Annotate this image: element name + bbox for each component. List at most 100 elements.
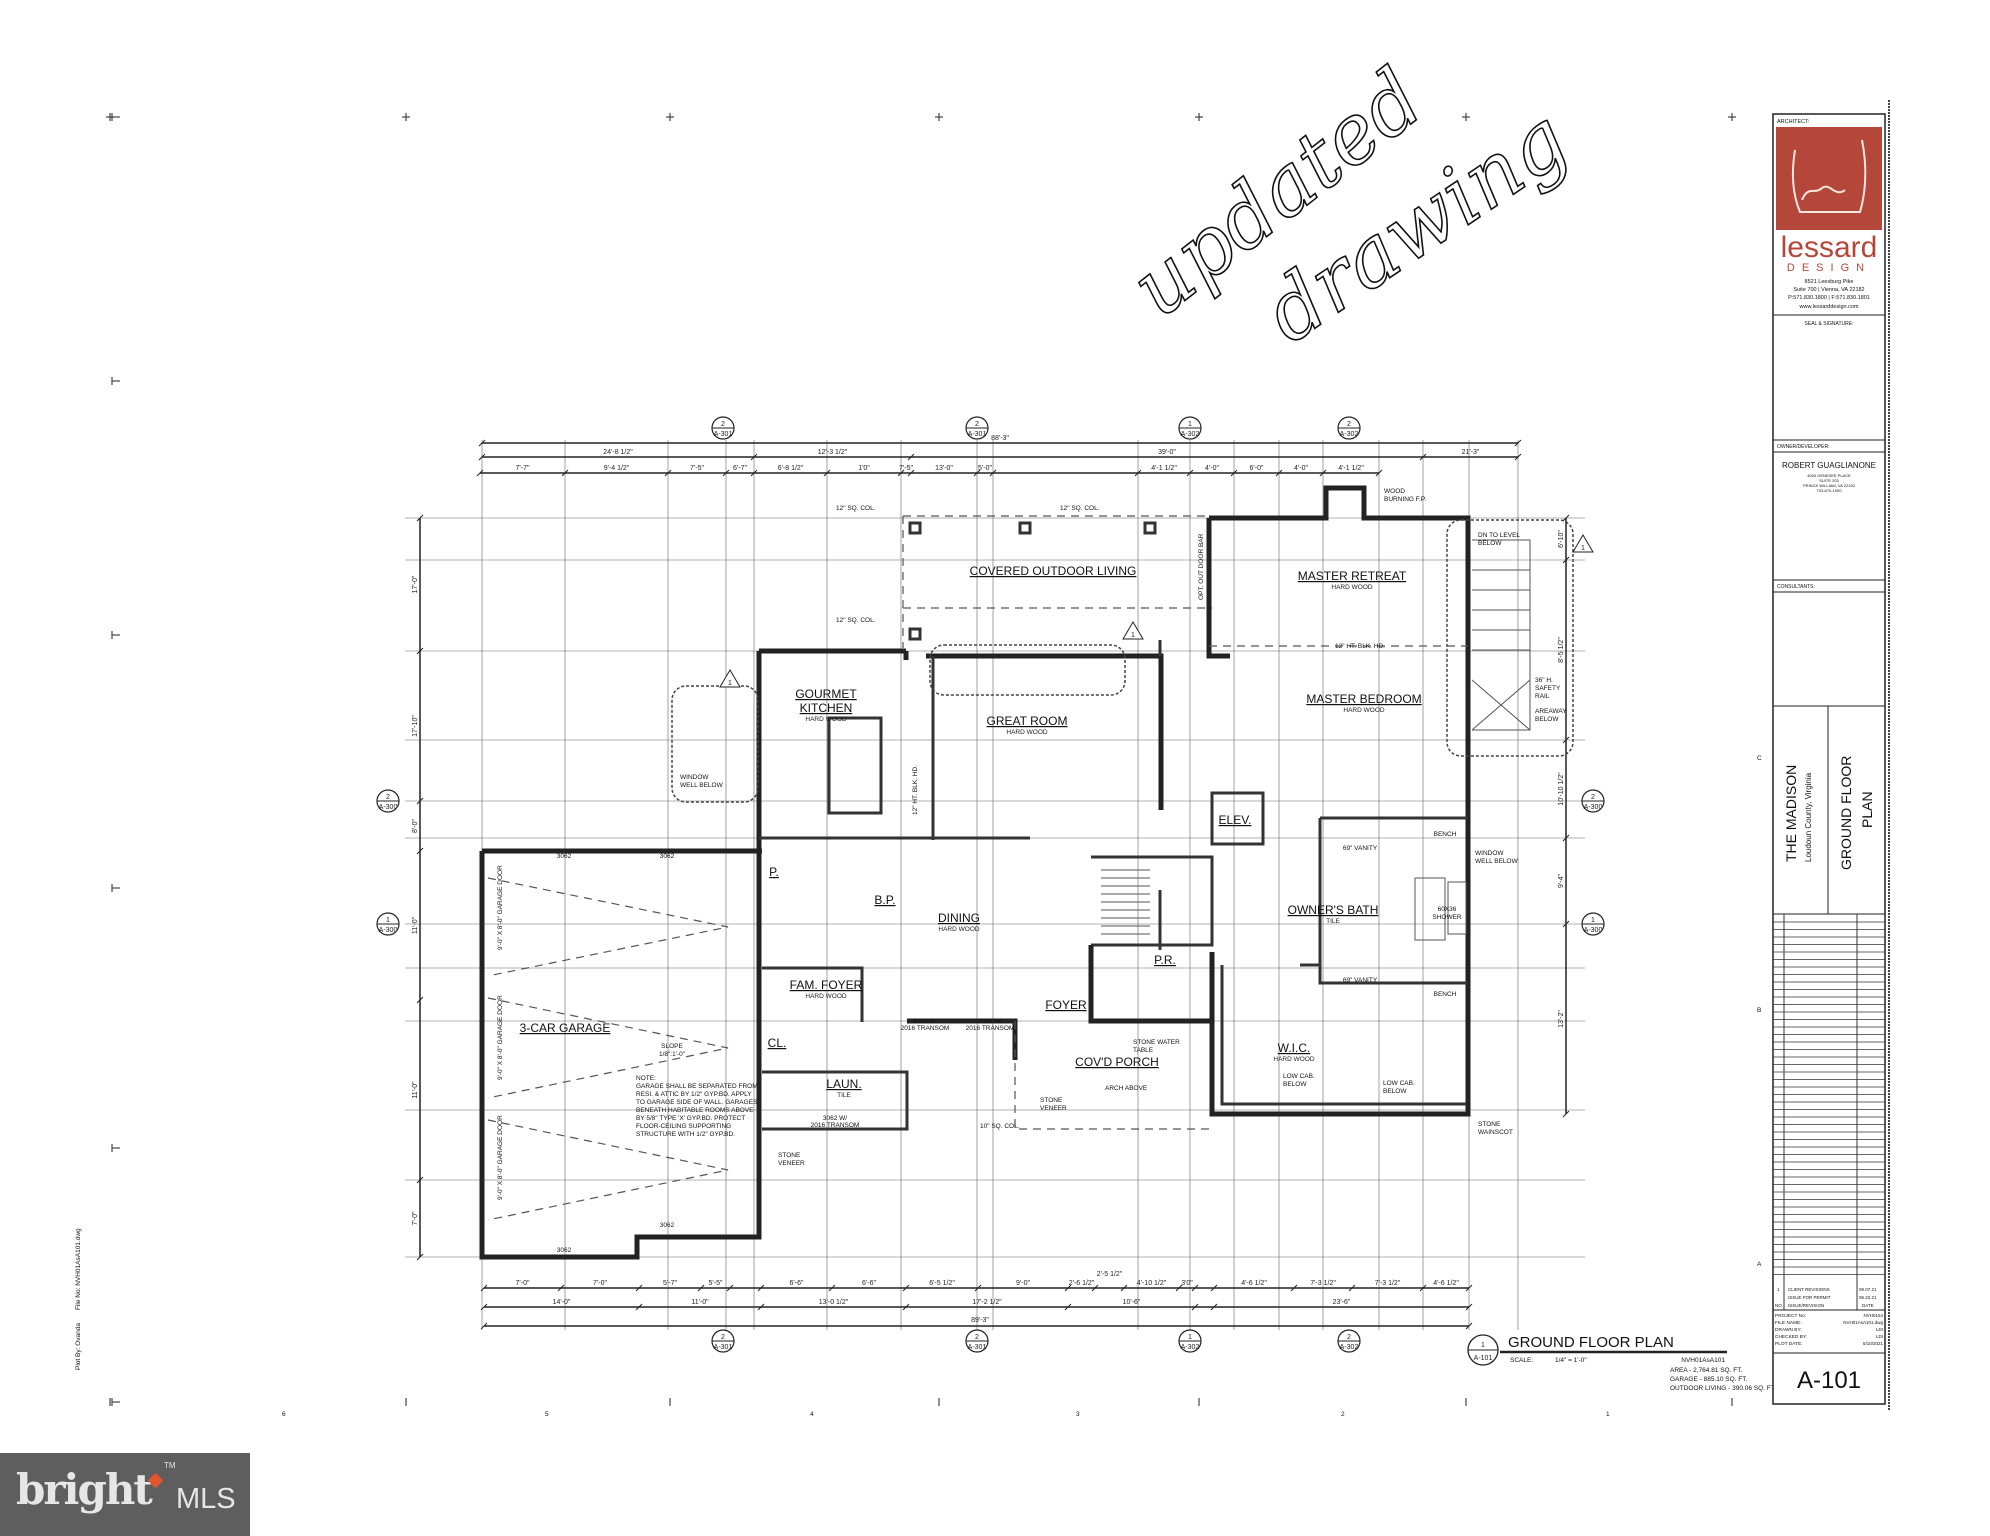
- project-info-label: FILE NAME:: [1775, 1320, 1802, 1326]
- column: [908, 521, 922, 535]
- dimension-tick: [561, 469, 569, 477]
- dimension-tick: [1562, 834, 1570, 842]
- scale-value: 1/4" = 1'-0": [1555, 1357, 1587, 1364]
- sheet-number: A-101: [1797, 1367, 1861, 1394]
- room-label: GREAT ROOM: [987, 714, 1068, 728]
- border-tick-c: C: [1757, 755, 1762, 762]
- column-note: 10" SQ. COL.: [980, 1123, 1020, 1130]
- stair-down-note: DN TO LEVEL: [1478, 532, 1520, 539]
- shower-stall: [1447, 881, 1467, 935]
- dimension-tick: [1348, 1284, 1356, 1292]
- dimension-label: 6'-10": [1558, 530, 1565, 548]
- dimension-label: 7'-5": [899, 465, 913, 472]
- dimension-tick: [635, 1284, 643, 1292]
- dimension-tick: [722, 469, 730, 477]
- project-info-label: PROJECT No:: [1775, 1313, 1806, 1319]
- dimension-tick: [416, 797, 424, 805]
- dimension-label: 4'-1 1/2": [1151, 465, 1177, 472]
- file-no-text: File No: NVH01AsA101.dwg: [75, 1228, 82, 1310]
- shower-note: SHOWER: [1432, 914, 1462, 921]
- firm-name: lessard: [1781, 231, 1878, 264]
- project-info-label: DRAWN BY:: [1775, 1327, 1802, 1333]
- dimension-label: 7'-0": [412, 1211, 419, 1225]
- room-label: FAM. FOYER: [790, 978, 863, 992]
- project-location: Loudoun County, Virginia: [1804, 772, 1813, 862]
- revision-desc: CLIENT REVISIONS: [1788, 1287, 1830, 1292]
- window-transom-note: 3062 W/: [978, 1018, 1002, 1025]
- dimension-label: 3'0": [1181, 1280, 1193, 1287]
- dimension-label: 6'-8 1/2": [778, 465, 804, 472]
- dimension-tick: [1465, 1303, 1473, 1311]
- dimension-tick: [828, 1284, 836, 1292]
- dimension-label: 2'-6 1/2": [1069, 1280, 1095, 1287]
- kitchen-island: [827, 716, 883, 815]
- room-finish: HARD WOOD: [1331, 584, 1372, 591]
- dimension-tick: [480, 1322, 488, 1330]
- revision-no: 1: [1777, 1287, 1780, 1292]
- covered-outdoor-living-outline: [902, 515, 1212, 648]
- dimension-label: 4'-1 1/2": [1338, 465, 1364, 472]
- column-note: 12" SQ. COL.: [836, 617, 876, 624]
- sheet-grid-label: 6: [282, 1411, 286, 1418]
- stone-veneer-note: VENEER: [1040, 1105, 1067, 1112]
- dimension-label: 23'-6": [1333, 1299, 1351, 1306]
- revision-delta-icon: [1122, 621, 1144, 640]
- room-finish: HARD WOOD: [805, 993, 846, 1000]
- dimension-tick: [1319, 469, 1327, 477]
- revision-cloud-great-room: [929, 644, 1126, 696]
- window-transom-note: 3062 W/: [913, 1018, 937, 1025]
- room-label: MASTER RETREAT: [1298, 569, 1407, 583]
- project-info-value: 5/10/2021: [1863, 1341, 1884, 1346]
- room-finish: HARD WOOD: [1343, 707, 1384, 714]
- section-marker-sheet: A-302: [1181, 1344, 1200, 1351]
- fireplace-note: WOOD: [1384, 488, 1405, 495]
- section-marker-number: 2: [975, 1334, 979, 1341]
- revision-header-desc: ISSUE/REVISION: [1788, 1303, 1824, 1308]
- dimension-label: 9'-4 1/2": [604, 465, 630, 472]
- dimension-label: 2'-5 1/2": [1097, 1271, 1123, 1278]
- architect-label: ARCHITECT:: [1777, 119, 1810, 125]
- dimension-strings: 88'-3"24'-8 1/2"12'-3 1/2"39'-0"21'-3"7'…: [412, 435, 1570, 1330]
- sheet-grid-label: 2: [1341, 1411, 1345, 1418]
- dimension-label: 6'-6": [790, 1280, 804, 1287]
- vanity-note: 69" VANITY: [1343, 845, 1378, 852]
- dimension-tick: [1562, 736, 1570, 744]
- room-label: COVERED OUTDOOR LIVING: [970, 564, 1137, 578]
- project-info-label: CHECKED BY:: [1775, 1334, 1807, 1340]
- dimension-tick: [478, 453, 486, 461]
- dimension-tick: [416, 1176, 424, 1184]
- slope-note: 1/8":1'-0": [659, 1051, 686, 1058]
- dimension-label: 14'-0": [553, 1299, 571, 1306]
- border-tick-a: A: [1757, 1261, 1762, 1268]
- garage-note-line: FLOOR-CEILING SUPPORTING: [636, 1123, 731, 1130]
- master-wing-walls: [1206, 485, 1471, 1117]
- dimension-tick: [823, 469, 831, 477]
- scale-label: SCALE:: [1510, 1357, 1533, 1364]
- bulkhead-note: 12" HT. BLK. HD.: [1335, 643, 1385, 650]
- dimension-label: 17'-0": [412, 575, 419, 593]
- dimension-label: 5'-0": [978, 465, 992, 472]
- interior-walls: [759, 640, 1468, 1131]
- dimension-tick: [1120, 1284, 1128, 1292]
- dimension-tick: [1375, 469, 1383, 477]
- dimension-tick: [635, 1303, 643, 1311]
- project-name: THE MADISON: [1783, 765, 1799, 862]
- section-marker-sheet: A-302: [1340, 431, 1359, 438]
- section-marker-sheet: A-302: [1340, 1344, 1359, 1351]
- kitchen-walls: [756, 648, 909, 851]
- room-finish: HARD WOOD: [1006, 729, 1047, 736]
- room-label: GOURMET: [795, 687, 857, 701]
- dimension-tick: [1191, 1303, 1199, 1311]
- dimension-label: 8'-5 1/2": [1558, 637, 1565, 663]
- revision-date: 09.07.21: [1859, 1287, 1877, 1292]
- dimension-label: 4'-10 1/2": [1137, 1280, 1167, 1287]
- bench-note: BENCH: [1434, 991, 1457, 998]
- dimension-label: 89'-3": [971, 1317, 989, 1324]
- dimension-label: 11'-0": [412, 1081, 419, 1099]
- section-marker-number: 1: [386, 917, 390, 924]
- plan-callout-sheet: A-101: [1474, 1355, 1493, 1362]
- plan-callout-number: 1: [1481, 1342, 1485, 1349]
